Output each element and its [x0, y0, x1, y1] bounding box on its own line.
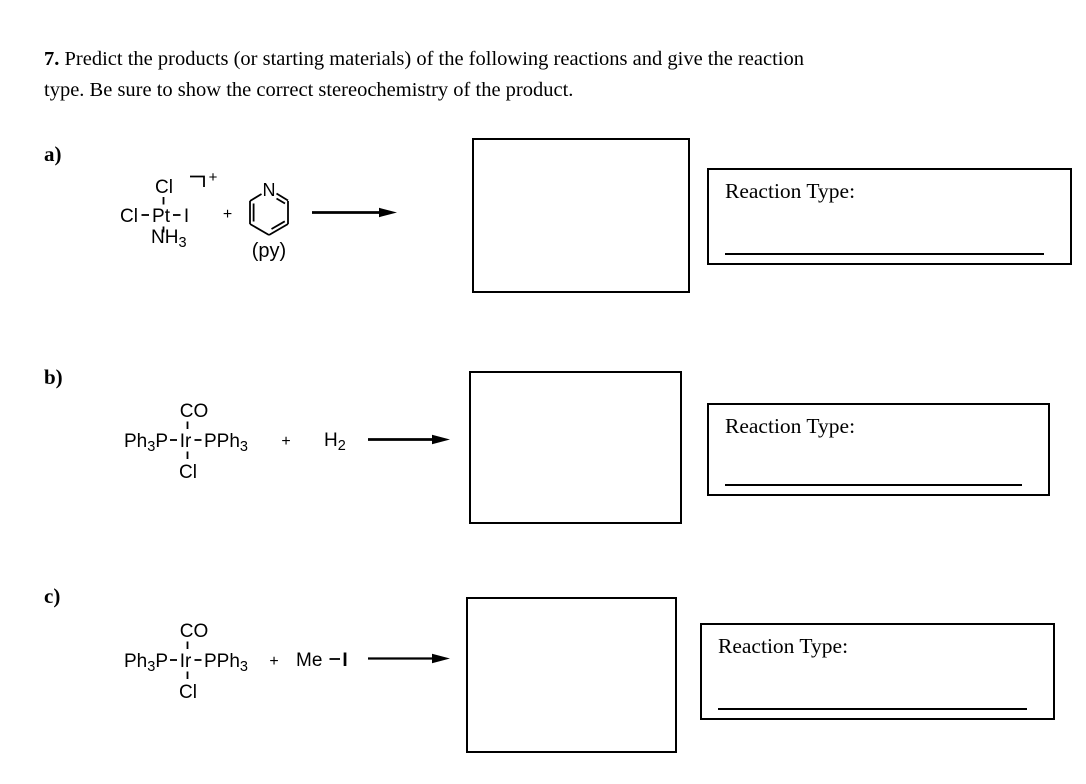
reaction-type-label: Reaction Type:	[725, 414, 856, 438]
atom-label-cl-bottom: Cl	[179, 682, 197, 703]
reaction-type-box-c: Reaction Type:	[700, 623, 1055, 720]
reaction-arrow-head	[379, 207, 397, 218]
question-text: 7. Predict the products (or starting mat…	[44, 44, 944, 105]
atom-label-cl-bottom: Cl	[179, 462, 197, 483]
atom-label-i: I	[184, 206, 189, 227]
reaction-type-box-a: Reaction Type:	[707, 168, 1072, 265]
reaction-scheme-b: CO Ph3P Ir PPh3 Cl + H2	[124, 401, 450, 483]
reaction-type-box-b: Reaction Type:	[707, 403, 1050, 496]
ring-double-bond-1	[276, 197, 286, 205]
charge-bracket	[190, 175, 205, 187]
pyridine-caption: (py)	[252, 240, 286, 262]
ring-bond-4	[249, 223, 270, 236]
section-c-label: c)	[44, 584, 61, 608]
question-line-2: type. Be sure to show the correct stereo…	[44, 78, 574, 101]
atom-label-pph3-left: Ph3P	[124, 431, 168, 455]
answer-box-b[interactable]	[469, 371, 682, 524]
reaction-arrow-head	[432, 434, 450, 445]
reaction-type-answer-line[interactable]	[725, 253, 1044, 255]
atom-label-pt: Pt	[152, 206, 171, 227]
reaction-scheme-a: Cl + Cl Pt I NH3 + N (py)	[120, 169, 397, 262]
question-line-1: 7. Predict the products (or starting mat…	[44, 44, 944, 75]
answer-box-c[interactable]	[466, 597, 677, 753]
atom-label-cl-top: Cl	[155, 177, 173, 198]
plus-sign: +	[269, 653, 278, 670]
atom-label-ir: Ir	[180, 651, 192, 672]
ring-bond-3	[268, 223, 289, 236]
atom-label-pph3-left: Ph3P	[124, 651, 168, 675]
reaction-type-answer-line[interactable]	[718, 708, 1027, 710]
atom-label-n-pyridine: N	[263, 180, 276, 200]
atom-label-co: CO	[180, 401, 209, 422]
atom-label-ir: Ir	[180, 431, 192, 452]
reagent-i: I	[342, 650, 347, 671]
reaction-arrow-head	[432, 653, 450, 664]
section-b-label: b)	[44, 365, 63, 389]
reaction-type-label: Reaction Type:	[718, 634, 849, 658]
answer-box-a[interactable]	[472, 138, 690, 293]
ring-bond-6	[249, 193, 262, 202]
ring-bond-1	[276, 192, 289, 202]
reagent-me: Me	[296, 650, 322, 671]
atom-label-pph3-right: PPh3	[204, 651, 248, 675]
atom-label-co: CO	[180, 621, 209, 642]
section-a-label: a)	[44, 142, 62, 166]
plus-sign: +	[223, 206, 232, 223]
charge-plus: +	[209, 169, 218, 186]
reaction-scheme-c: CO Ph3P Ir PPh3 Cl + Me I	[124, 621, 450, 703]
plus-sign: +	[281, 433, 290, 450]
atom-label-cl-left: Cl	[120, 206, 138, 227]
ring-double-bond-2	[271, 220, 286, 230]
reaction-type-label: Reaction Type:	[725, 179, 856, 203]
reaction-type-answer-line[interactable]	[725, 484, 1022, 486]
reagent-h2: H2	[324, 430, 346, 454]
question-number: 7.	[44, 48, 60, 70]
question-line-1-text: Predict the products (or starting materi…	[59, 48, 804, 70]
atom-label-nh3: NH3	[151, 227, 187, 251]
atom-label-pph3-right: PPh3	[204, 431, 248, 455]
